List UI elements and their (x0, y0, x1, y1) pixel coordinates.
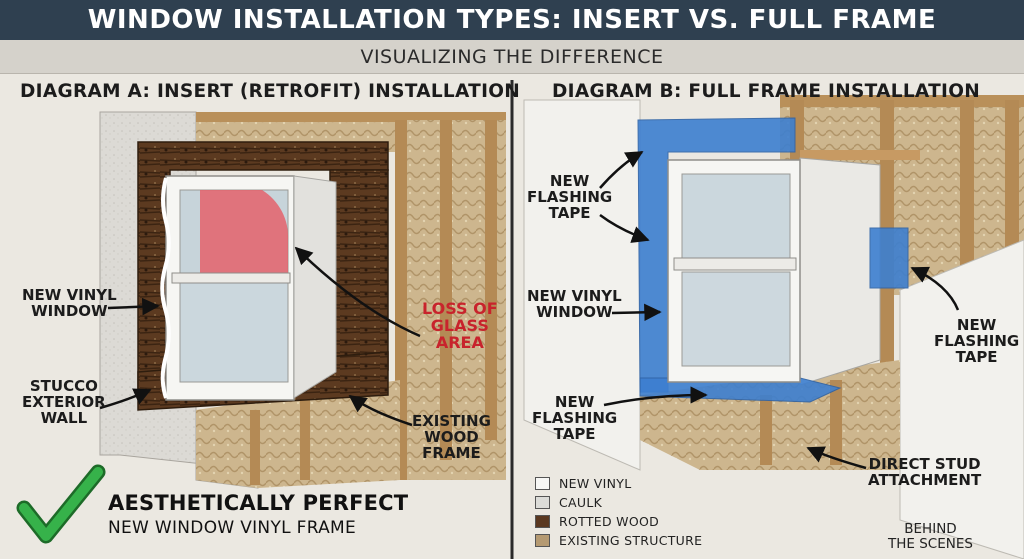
footer-subline: NEW WINDOW VINYL FRAME (108, 518, 357, 538)
label-new-vinyl-window-a: NEW VINYL WINDOW (22, 286, 117, 320)
label-flashing-tape-top: NEW FLASHING TAPE (527, 172, 613, 222)
diagram-a-heading: DIAGRAM A: INSERT (RETROFIT) INSTALLATIO… (20, 81, 521, 102)
label-loss-of-glass-area: LOSS OF GLASS AREA (422, 299, 498, 352)
page-title: WINDOW INSTALLATION TYPES: INSERT VS. FU… (87, 5, 937, 35)
page-subtitle: VISUALIZING THE DIFFERENCE (360, 45, 664, 68)
legend-label: ROTTED WOOD (559, 514, 660, 529)
behind-the-scenes-label: BEHIND THE SCENES (888, 521, 973, 552)
footer-headline: AESTHETICALLY PERFECT (108, 491, 409, 515)
diagram-illustration (16, 80, 1024, 559)
diagram-b-heading: DIAGRAM B: FULL FRAME INSTALLATION (552, 81, 981, 102)
legend-label: NEW VINYL (559, 476, 632, 491)
check-icon (16, 464, 106, 544)
legend-swatch-existing-structure (535, 534, 550, 547)
legend-label: EXISTING STRUCTURE (559, 533, 703, 548)
label-existing-wood-frame: EXISTING WOOD FRAME (412, 412, 491, 462)
legend-item: EXISTING STRUCTURE (535, 531, 702, 550)
label-flashing-tape-bottom: NEW FLASHING TAPE (532, 393, 618, 443)
legend-item: ROTTED WOOD (535, 512, 702, 531)
title-bar: WINDOW INSTALLATION TYPES: INSERT VS. FU… (0, 0, 1024, 40)
legend-item: NEW VINYL (535, 474, 702, 493)
subtitle-bar: VISUALIZING THE DIFFERENCE (0, 40, 1024, 74)
label-new-vinyl-window-b: NEW VINYL WINDOW (527, 287, 622, 321)
legend-label: CAULK (559, 495, 603, 510)
legend: NEW VINYL CAULK ROTTED WOOD EXISTING STR… (535, 474, 702, 550)
label-stucco-exterior-wall: STUCCO EXTERIOR WALL (22, 377, 106, 427)
legend-swatch-caulk (535, 496, 550, 509)
legend-swatch-rotted-wood (535, 515, 550, 528)
label-flashing-tape-right: NEW FLASHING TAPE (934, 316, 1020, 366)
legend-swatch-new-vinyl (535, 477, 550, 490)
legend-item: CAULK (535, 493, 702, 512)
label-direct-stud-attachment: DIRECT STUD ATTACHMENT (868, 455, 982, 489)
